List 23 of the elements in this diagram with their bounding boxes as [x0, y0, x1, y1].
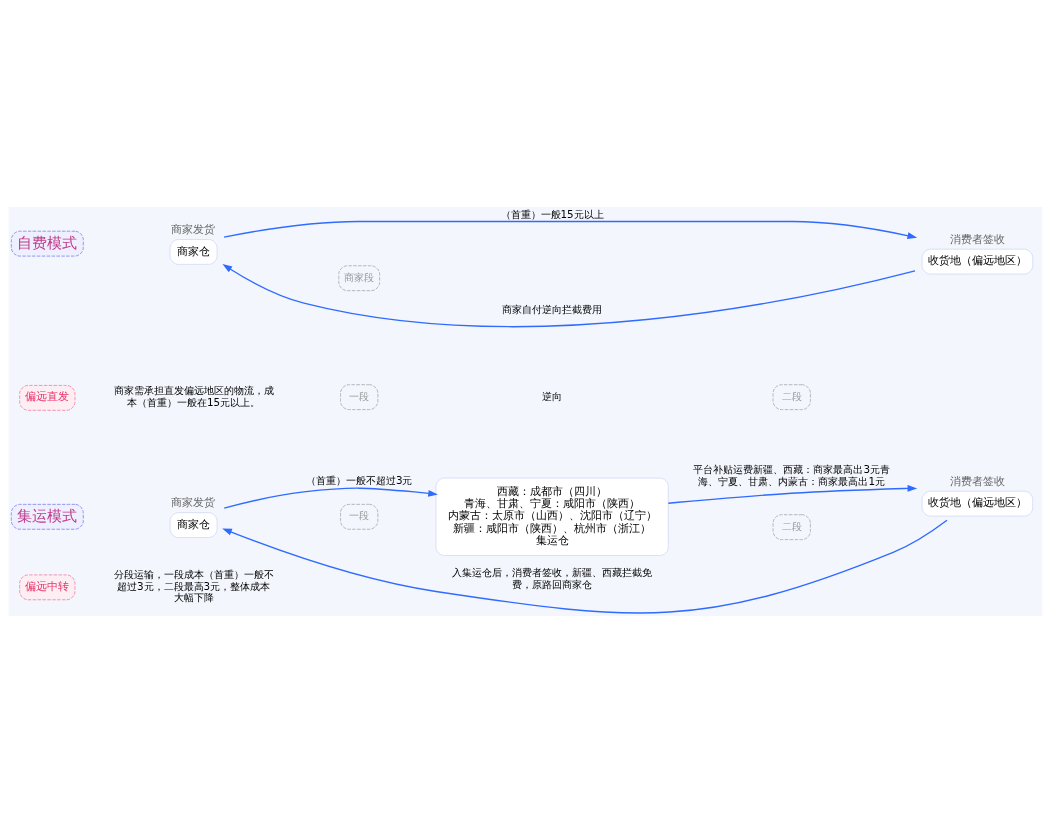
edge-label: （首重）一般15元以上 — [500, 208, 604, 221]
node-box: 西藏：成都市（四川） 青海、甘肃、宁夏：咸阳市（陕西） 内蒙古：太原市（山西）、沈阳市（辽宁） 新疆：咸阳市（陕西）、杭州市（浙江） 集运仓 — [435, 477, 669, 556]
node-label: 商家发货 — [171, 223, 216, 237]
edge-label: 平台补贴运费新疆、西藏：商家最高出3元青海、宁夏、甘肃、内蒙古：商家最高出1元 — [693, 463, 891, 487]
arrow — [222, 264, 916, 328]
label: 分段运输，一段成本（首重）一般不超过3元，二段最高3元，整体成本大幅下降 — [113, 567, 274, 604]
arrow — [223, 487, 438, 509]
arrow — [223, 220, 918, 239]
edge-label: 入集运仓后，消费者签收，新疆、西藏拦截免费，原路回商家仓 — [452, 566, 653, 591]
node-box: 自费模式 — [11, 230, 84, 257]
edge-label: （首重）一般不超过3元 — [305, 474, 413, 487]
node-label: 消费者签收 — [950, 474, 1006, 488]
node-label: 商家发货 — [171, 496, 216, 510]
node-label: 消费者签收 — [950, 232, 1006, 246]
label: 逆向 — [542, 389, 563, 402]
node-box: 偏远中转 — [19, 574, 76, 601]
node-box: 商家段 — [338, 265, 380, 291]
arrow — [222, 519, 948, 614]
node-box: 偏远直发 — [19, 385, 76, 411]
arrow — [667, 484, 918, 504]
node-box: 集运模式 — [11, 504, 84, 530]
label: 商家需承担直发偏远地区的物流，成本（首重）一般在15元以上。 — [113, 384, 274, 409]
edge-label: 商家自付逆向拦截费用 — [502, 303, 603, 316]
